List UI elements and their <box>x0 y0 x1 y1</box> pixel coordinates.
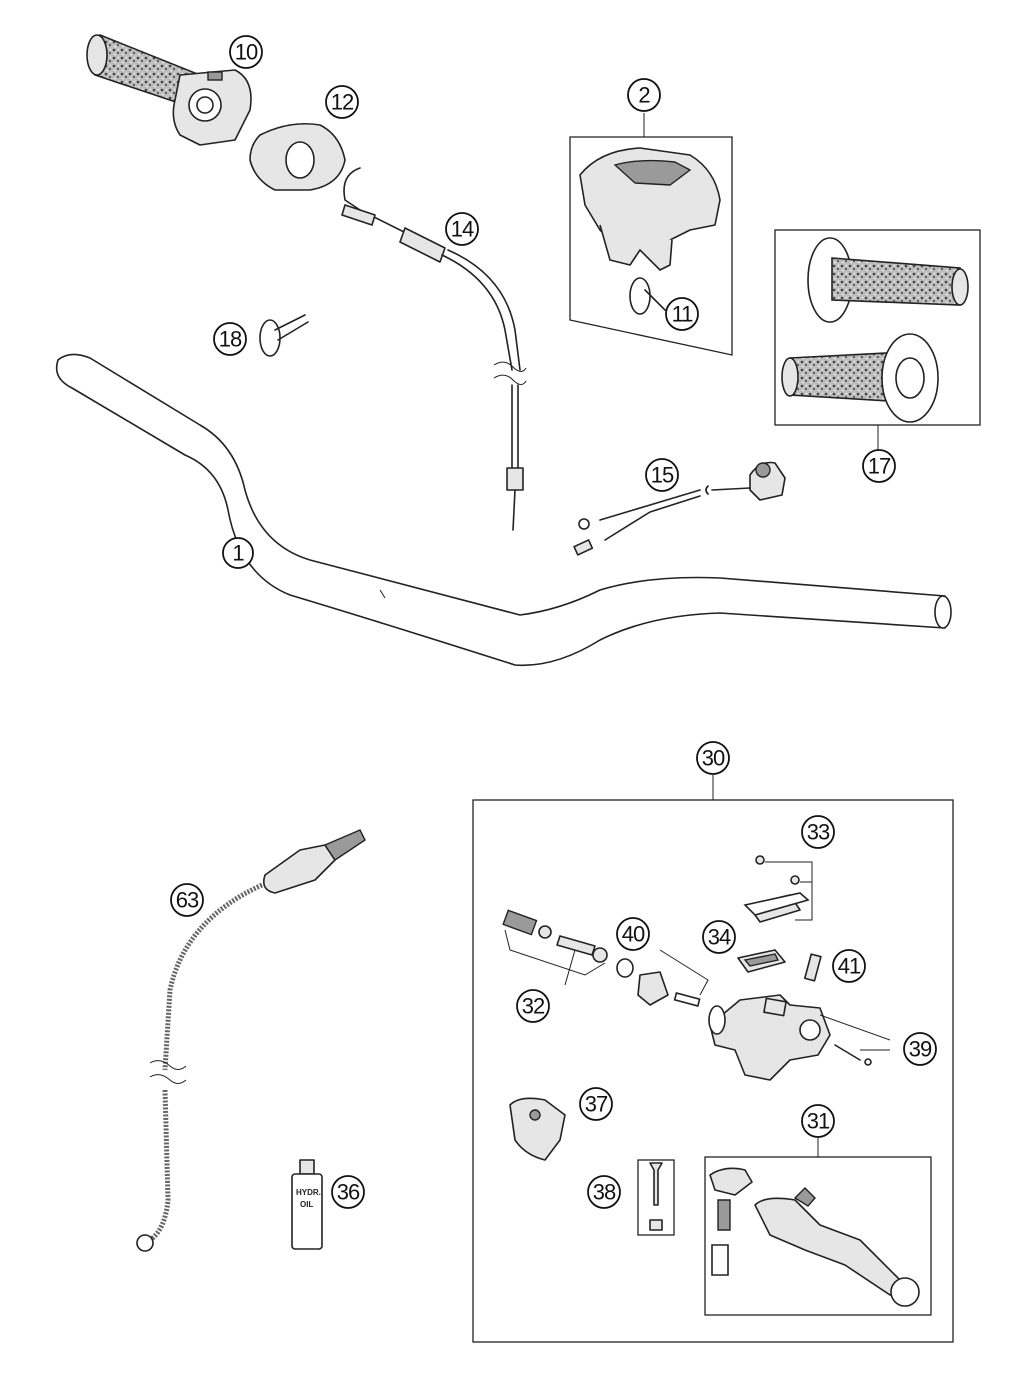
svg-text:18: 18 <box>219 327 242 352</box>
callout-32: 32 <box>516 989 550 1023</box>
throttle-cable <box>341 167 527 531</box>
svg-text:17: 17 <box>868 454 891 479</box>
svg-text:33: 33 <box>807 820 830 845</box>
callout-2: 2 <box>627 78 661 112</box>
hydraulic-oil-bottle: HYDR. OIL <box>291 1159 323 1250</box>
svg-text:37: 37 <box>585 1092 608 1117</box>
callout-11: 11 <box>665 297 699 331</box>
svg-text:36: 36 <box>337 1180 360 1205</box>
callout-10: 10 <box>229 35 263 69</box>
callout-15: 15 <box>645 458 679 492</box>
callout-39: 39 <box>903 1032 937 1066</box>
callout-34: 34 <box>702 920 736 954</box>
handlebar <box>55 353 952 667</box>
svg-text:38: 38 <box>593 1180 616 1205</box>
svg-text:30: 30 <box>702 746 725 771</box>
callout-38: 38 <box>587 1175 621 1209</box>
callout-37: 37 <box>579 1087 613 1121</box>
svg-text:12: 12 <box>331 90 354 115</box>
oil-label-line2: OIL <box>300 1200 313 1209</box>
brake-line <box>136 829 366 1252</box>
svg-text:1: 1 <box>232 541 244 566</box>
throttle-grip-assembly <box>86 34 252 146</box>
callout-31: 31 <box>801 1104 835 1138</box>
svg-text:10: 10 <box>235 40 258 65</box>
callout-63: 63 <box>170 883 204 917</box>
master-cylinder-box <box>472 775 954 1343</box>
kill-switch <box>573 461 786 556</box>
svg-text:2: 2 <box>638 83 650 108</box>
svg-text:34: 34 <box>708 925 731 950</box>
callout-33: 33 <box>801 815 835 849</box>
svg-text:14: 14 <box>451 217 474 242</box>
callout-17: 17 <box>862 449 896 483</box>
svg-text:32: 32 <box>522 994 545 1019</box>
svg-text:11: 11 <box>672 302 694 327</box>
callout-1: 1 <box>222 537 254 569</box>
throttle-cover <box>249 122 346 191</box>
svg-text:41: 41 <box>838 954 861 979</box>
callout-36: 36 <box>331 1175 365 1209</box>
callout-41: 41 <box>832 949 866 983</box>
svg-text:31: 31 <box>807 1109 830 1134</box>
svg-text:15: 15 <box>651 463 674 488</box>
callout-14: 14 <box>445 212 479 246</box>
cable-tie-18 <box>259 314 309 357</box>
callout-12: 12 <box>325 85 359 119</box>
svg-text:40: 40 <box>622 922 645 947</box>
oil-label-line1: HYDR. <box>296 1188 321 1197</box>
svg-text:39: 39 <box>909 1037 932 1062</box>
svg-text:63: 63 <box>176 888 199 913</box>
grips-box <box>774 229 981 450</box>
callout-18: 18 <box>213 322 247 356</box>
cover-box <box>569 136 733 356</box>
callout-30: 30 <box>696 741 730 775</box>
callout-40: 40 <box>616 917 650 951</box>
